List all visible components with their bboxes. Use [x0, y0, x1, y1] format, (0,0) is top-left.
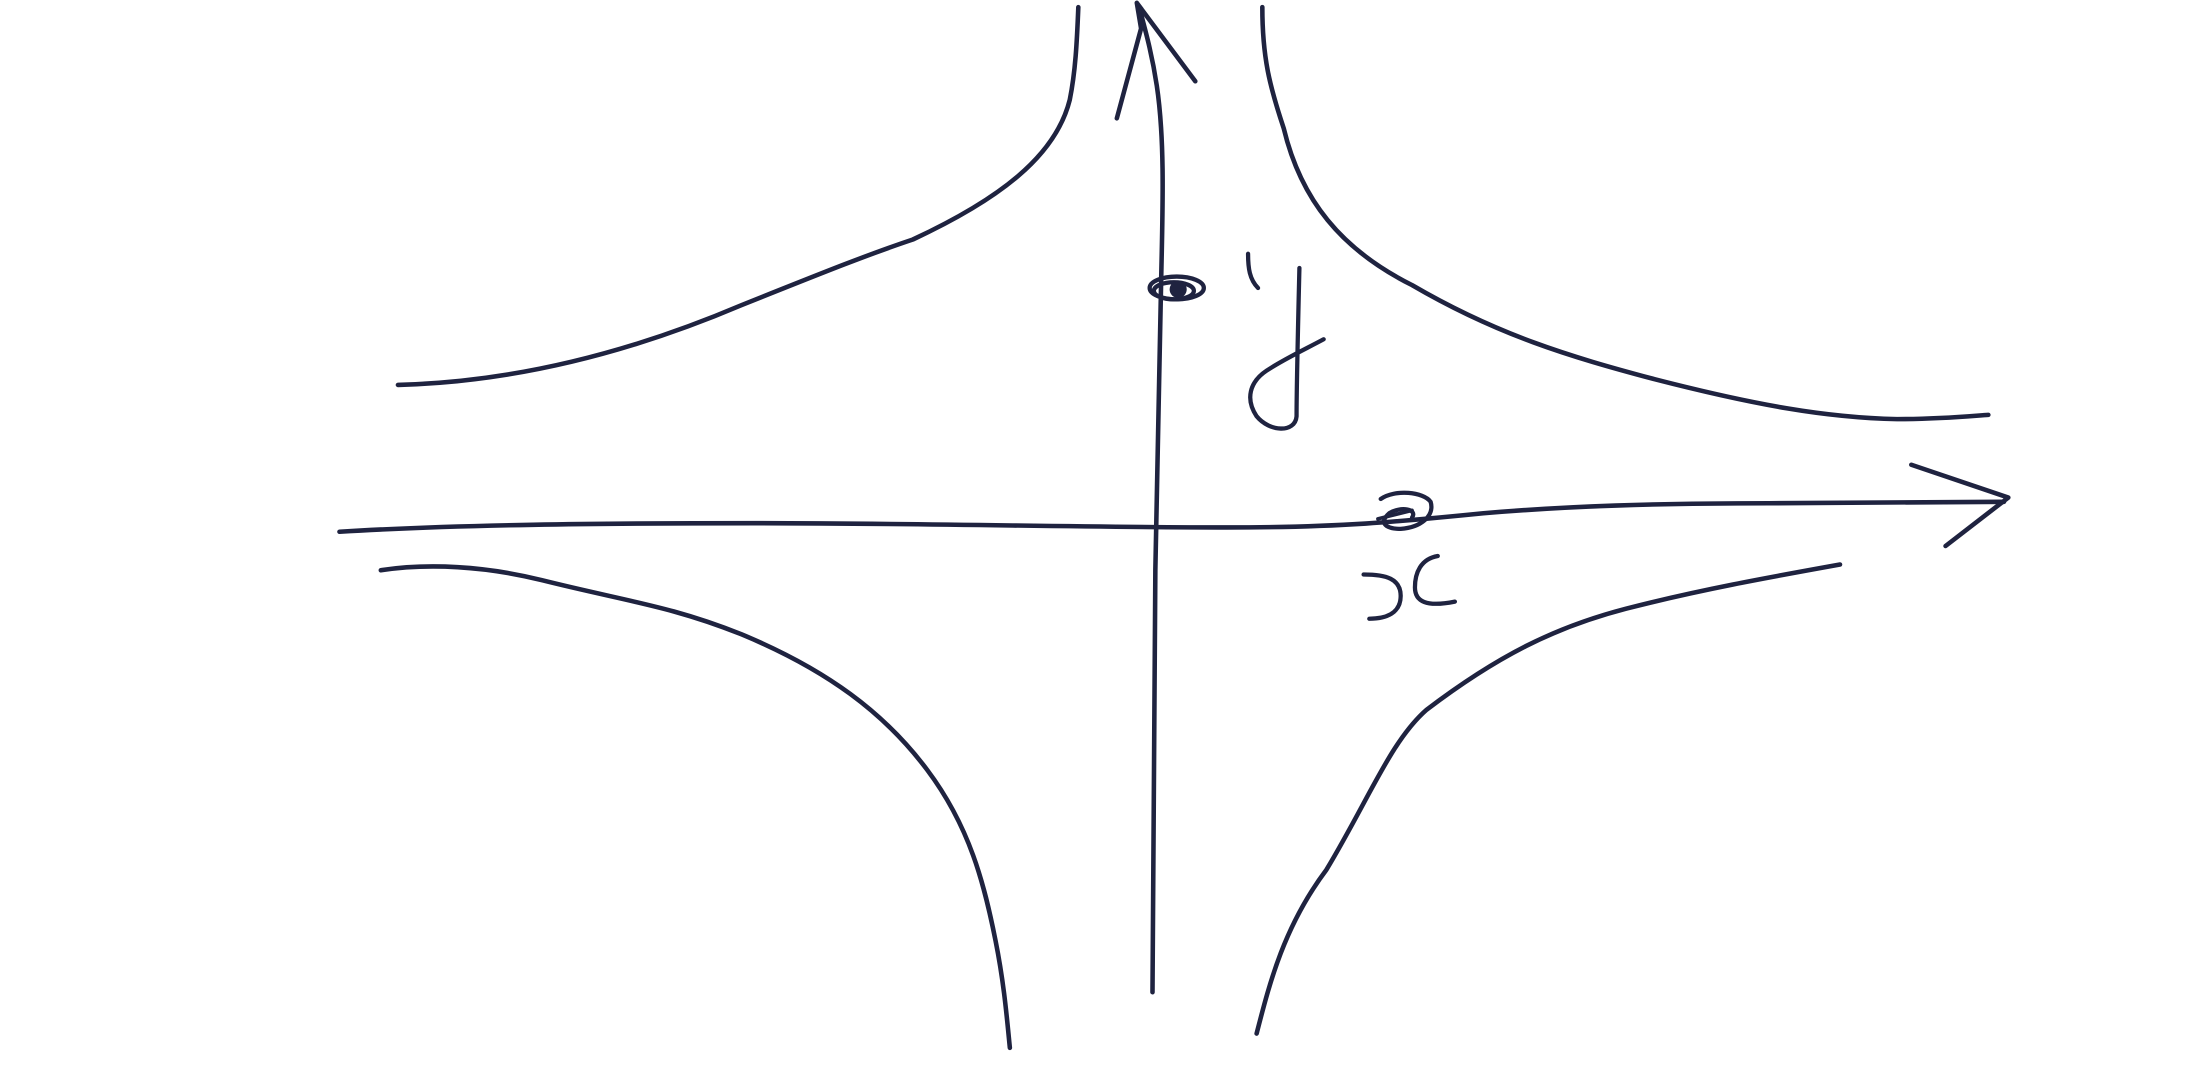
y-axis-arrowhead	[1114, 0, 1198, 121]
y-axis-line	[1138, 11, 1165, 995]
curve-branch-upper-left	[395, 4, 1081, 388]
x-axis-arrowhead	[1909, 462, 2011, 549]
ink-layer	[337, 0, 2011, 1051]
x-axis-point-marker	[1376, 490, 1434, 532]
y-axis-point-marker	[1147, 274, 1206, 302]
y-axis-label-glyph	[1245, 251, 1326, 431]
x-axis-line	[337, 499, 2007, 535]
curve-branch-lower-right	[1254, 562, 1843, 1036]
curve-branch-upper-right	[1260, 4, 1991, 422]
curve-branch-lower-left	[378, 564, 1013, 1051]
x-axis-label-glyph	[1361, 553, 1458, 621]
